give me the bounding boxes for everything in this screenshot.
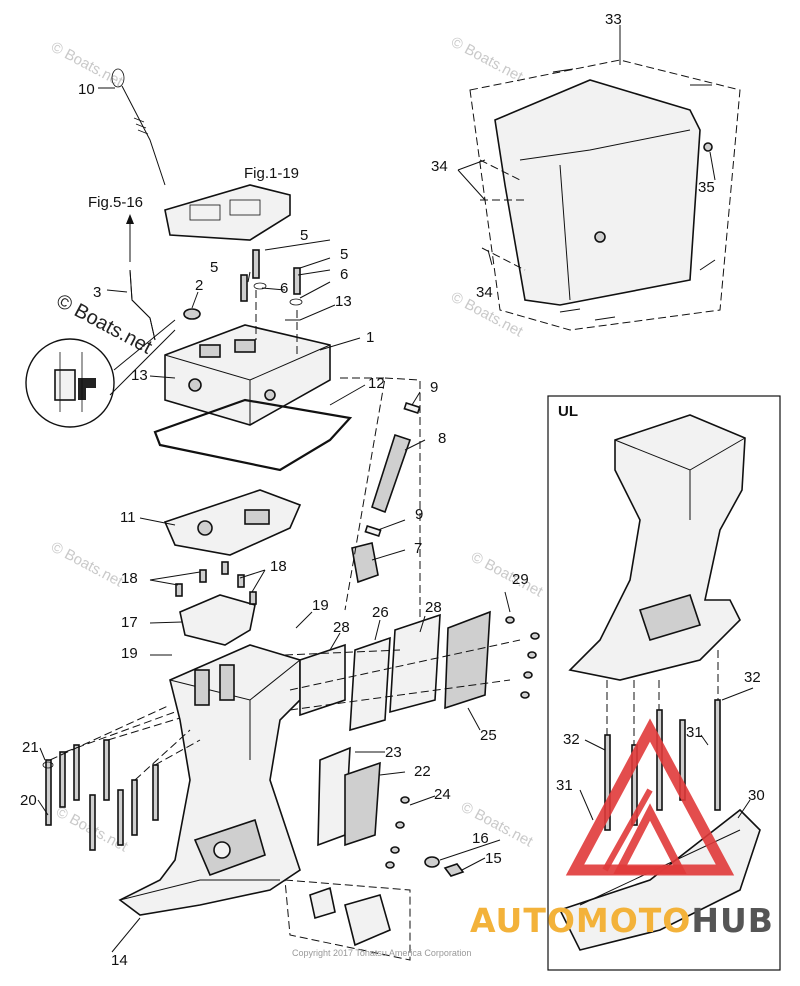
callout-34-lower: 34 (476, 284, 493, 301)
callout-7: 7 (414, 540, 422, 557)
callout-5-left: 5 (210, 259, 218, 276)
callout-26: 26 (372, 604, 389, 621)
callout-28-left: 28 (333, 619, 350, 636)
callout-19-left: 19 (121, 645, 138, 662)
callout-32-right: 32 (744, 669, 761, 686)
ul-inset-label: UL (558, 403, 578, 420)
gasket-12 (153, 398, 353, 472)
callout-18-left: 18 (121, 570, 138, 587)
detail-inset-circle (25, 319, 176, 428)
brand-logo (565, 718, 735, 876)
callout-20: 20 (20, 792, 37, 809)
callout-35: 35 (698, 179, 715, 196)
callout-33: 33 (605, 11, 622, 28)
figure-ref-1-19: Fig.1-19 (244, 165, 299, 182)
brand-text: AUTOMOTOHUB (470, 901, 774, 940)
callout-17: 17 (121, 614, 138, 631)
cover-17 (175, 561, 257, 646)
callout-13-left: 13 (131, 367, 148, 384)
callout-16: 16 (472, 830, 489, 847)
callout-15: 15 (485, 850, 502, 867)
cowl-33 (469, 59, 741, 331)
upper-adapter (164, 249, 331, 426)
callout-10: 10 (78, 81, 95, 98)
callout-2: 2 (195, 277, 203, 294)
callout-8: 8 (438, 430, 446, 447)
callout-31-left: 31 (556, 777, 573, 794)
callout-5-upper: 5 (300, 227, 308, 244)
watermark-text: © Boats.net (448, 34, 526, 86)
callout-34-upper: 34 (431, 158, 448, 175)
figure-ref-5-16: Fig.5-16 (88, 194, 143, 211)
callout-14: 14 (111, 952, 128, 969)
brand-text-part1: AUTOMOTO (470, 901, 691, 940)
callout-24: 24 (434, 786, 451, 803)
callout-9-lower: 9 (415, 506, 423, 523)
callout-12: 12 (368, 375, 385, 392)
callout-30: 30 (748, 787, 765, 804)
callout-28-upper: 28 (425, 599, 442, 616)
bottom-parts (284, 856, 465, 961)
callout-29: 29 (512, 571, 529, 588)
callouts: 10 3 2 1 5 5 6 5 6 13 13 12 11 9 8 9 7 1… (20, 11, 765, 969)
callout-21: 21 (22, 739, 39, 756)
long-bolts (42, 704, 201, 851)
watermark-text: © Boats.net (468, 549, 546, 601)
copyright-text: Copyright 2017 Tohatsu America Corporati… (292, 948, 471, 958)
watermark-text: © Boats.net (48, 539, 126, 591)
water-tube (340, 377, 421, 620)
callout-6-right: 6 (340, 266, 348, 283)
callout-6-mid: 6 (280, 280, 288, 297)
plate-11 (163, 489, 302, 556)
side-covers (284, 610, 540, 869)
callout-23: 23 (385, 744, 402, 761)
callout-5-right: 5 (340, 246, 348, 263)
leader-lines (37, 25, 754, 953)
top-gasket (164, 184, 291, 241)
callout-32-left: 32 (563, 731, 580, 748)
callout-31-right: 31 (686, 724, 703, 741)
callout-1: 1 (366, 329, 374, 346)
callout-3: 3 (93, 284, 101, 301)
callout-25: 25 (480, 727, 497, 744)
brand-text-part2: HUB (691, 901, 774, 940)
dipstick-assembly (111, 68, 166, 341)
lower-casing (118, 644, 301, 916)
callout-18-right: 18 (270, 558, 287, 575)
callout-19-right: 19 (312, 597, 329, 614)
callout-9-upper: 9 (430, 379, 438, 396)
callout-11: 11 (120, 509, 136, 526)
watermark-text: © Boats.net (458, 799, 536, 851)
callout-22: 22 (414, 763, 431, 780)
callout-13-right: 13 (335, 293, 352, 310)
watermarks: © Boats.net © Boats.net © Boats.net © Bo… (48, 34, 546, 856)
